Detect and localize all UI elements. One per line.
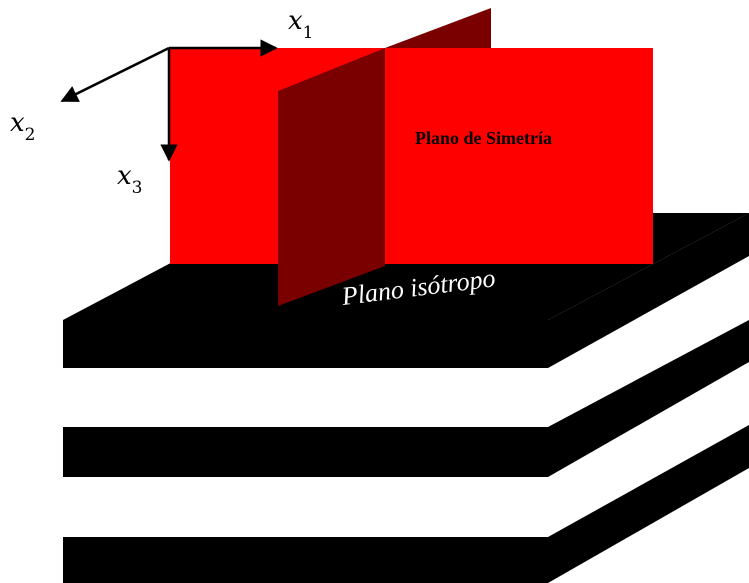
perpendicular-plane-front: [278, 48, 385, 306]
layer-3-front: [63, 537, 548, 583]
coordinate-axes: [60, 39, 278, 162]
x1-axis-label-sub: 1: [303, 23, 314, 43]
laminate-stack: [63, 213, 749, 583]
perpendicular-plane-back: [385, 8, 491, 48]
x3-axis-label-base: x: [117, 161, 132, 191]
layer-2-side: [548, 320, 749, 477]
x1-axis-label-base: x: [288, 6, 303, 36]
symmetry-plane: [170, 48, 653, 264]
x3-axis-label-sub: 3: [132, 178, 143, 198]
layer-2: [63, 320, 749, 477]
layer-1-front: [63, 320, 548, 368]
x1-axis-label: x1: [288, 6, 314, 43]
perpendicular-plane: [278, 8, 491, 306]
symmetry-plane-label: Plano de Simetría: [415, 128, 552, 148]
x2-axis-label: x2: [10, 108, 36, 145]
layer-3-side: [548, 425, 749, 583]
x3-axis-label: x3: [117, 161, 143, 198]
layer-1-side: [548, 213, 749, 368]
layer-3: [63, 425, 749, 583]
layer-2-front: [63, 427, 548, 477]
x2-axis-arrow: [60, 46, 170, 103]
x2-axis-label-sub: 2: [25, 125, 36, 145]
x2-axis-label-base: x: [10, 108, 25, 138]
